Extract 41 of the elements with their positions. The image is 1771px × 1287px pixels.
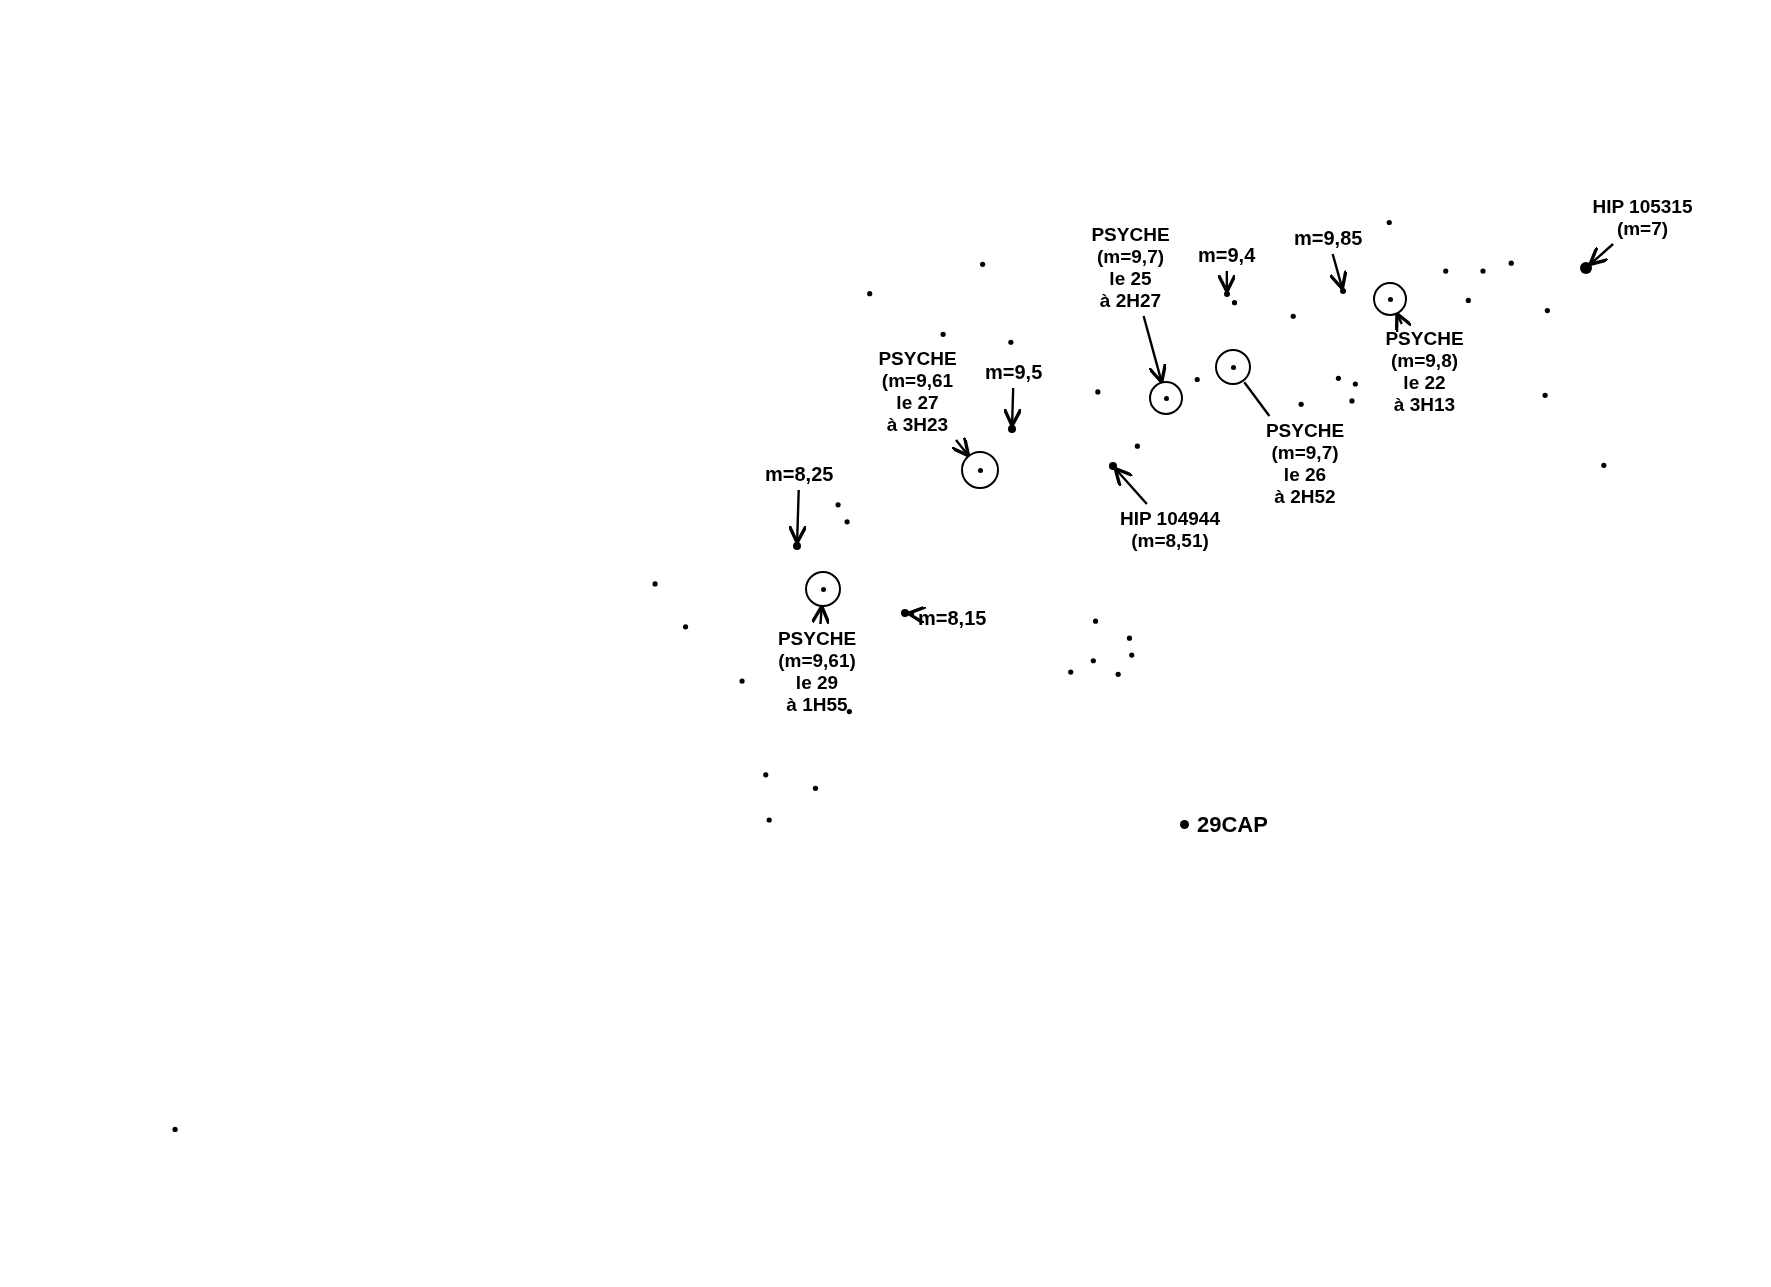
observation-note: à 3H23 [886,414,949,436]
observation-note: le 29 [795,672,839,694]
arrow [1588,243,1614,267]
arrow [810,604,831,626]
arrow [1113,466,1148,505]
magnitude-label: m=9,5 [985,360,1043,384]
arrow [787,489,808,545]
magnitude-label: m=9,4 [1198,243,1256,267]
observation-note: le 27 [896,392,939,414]
observation-note: (m=9,8) [1390,350,1459,372]
arrow [1394,312,1414,335]
observation-note: à 2H27 [1099,290,1162,312]
arrow [949,435,971,458]
object-name: PSYCHE [777,628,857,650]
object-name: HIP 105315 [1592,196,1693,218]
star-label: 29CAP [1197,811,1268,839]
observation-note: le 22 [1403,372,1446,394]
observation-note: (m=9,7) [1271,442,1339,464]
observation-note: (m=9,61) [778,650,856,672]
magnitude-label: m=9,85 [1294,226,1363,250]
arrow [1216,271,1237,294]
observation-note: le 25 [1109,268,1152,290]
magnitude-label: m=8,15 [918,606,987,630]
object-name: PSYCHE [1091,224,1170,246]
object-name: PSYCHE [878,348,957,370]
observation-note: à 3H13 [1393,394,1456,416]
object-name: PSYCHE [1265,420,1345,442]
observation-note: (m=8,51) [1131,530,1209,552]
arrow [1328,253,1348,291]
observation-note: à 2H52 [1274,486,1336,508]
observation-note: le 26 [1283,464,1327,486]
observation-note: (m=9,61 [881,370,954,392]
arrow [1002,387,1023,428]
observation-note: à 1H55 [786,694,848,716]
object-name: HIP 104944 [1120,508,1220,530]
observation-note: (m=9,7) [1096,246,1165,268]
magnitude-label: m=8,25 [765,462,834,486]
object-name: PSYCHE [1385,328,1464,350]
arrow [906,605,928,626]
observation-note: (m=7) [1616,218,1669,240]
arrow [1142,315,1168,384]
